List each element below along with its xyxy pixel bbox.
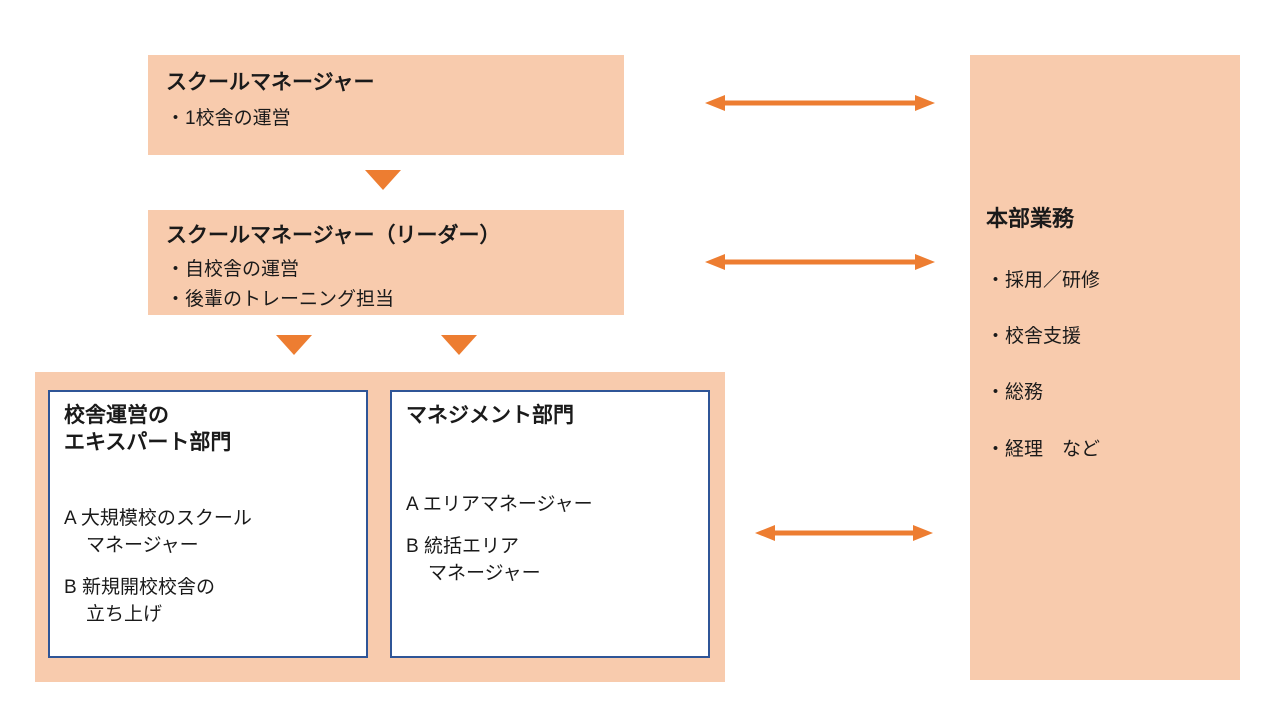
expert-department-title: 校舎運営の エキスパート部門 xyxy=(64,402,352,457)
school-manager-leader-title: スクールマネージャー（リーダー） xyxy=(166,224,501,247)
management-item-b-line-2: マネージャー xyxy=(428,563,541,585)
headquarters-item-3: ・総務 xyxy=(986,382,1044,404)
management-title-line: マネジメント部門 xyxy=(406,404,574,427)
expert-item-a-line-1: A 大規模校のスクール xyxy=(64,507,252,529)
headquarters-title: 本部業務 xyxy=(986,206,1075,231)
down-arrow-icon xyxy=(441,335,477,355)
expert-item-a: A 大規模校のスクール マネージャー xyxy=(64,505,352,560)
expert-title-line-1: 校舎運営の xyxy=(64,404,169,427)
double-arrow-icon xyxy=(705,254,935,270)
expert-item-b: B 新規開校校舎の 立ち上げ xyxy=(64,574,352,629)
down-arrow-icon xyxy=(276,335,312,355)
school-manager-leader-item-1: ・自校舎の運営 xyxy=(166,259,300,281)
headquarters-item-4: ・経理 など xyxy=(986,438,1101,460)
school-manager-leader-item-2: ・後輩のトレーニング担当 xyxy=(166,288,395,310)
management-item-b-line-1: B 統括エリア xyxy=(406,535,519,557)
headquarters-box: 本部業務 ・採用／研修 ・校舎支援 ・総務 ・経理 など xyxy=(970,55,1240,680)
down-arrow-icon xyxy=(365,170,401,190)
expert-department-box: 校舎運営の エキスパート部門 A 大規模校のスクール マネージャー B 新規開校… xyxy=(48,390,368,658)
expert-item-b-line-1: B 新規開校校舎の xyxy=(64,576,215,598)
expert-title-line-2: エキスパート部門 xyxy=(64,431,232,455)
school-manager-item: ・1校舎の運営 xyxy=(166,108,291,130)
management-department-box: マネジメント部門 A エリアマネージャー B 統括エリア マネージャー xyxy=(390,390,710,658)
management-item-b: B 統括エリア マネージャー xyxy=(406,533,694,588)
expert-item-b-line-2: 立ち上げ xyxy=(86,604,163,626)
headquarters-item-2: ・校舎支援 xyxy=(986,326,1082,348)
double-arrow-icon xyxy=(755,525,933,541)
expert-item-a-line-2: マネージャー xyxy=(86,535,199,557)
management-item-a-line: A エリアマネージャー xyxy=(406,494,593,516)
school-manager-title: スクールマネージャー xyxy=(166,71,375,94)
management-department-title: マネジメント部門 xyxy=(406,402,694,429)
double-arrow-icon xyxy=(705,95,935,111)
headquarters-item-1: ・採用／研修 xyxy=(986,269,1101,291)
school-manager-leader-box: スクールマネージャー（リーダー） ・自校舎の運営 ・後輩のトレーニング担当 xyxy=(148,210,624,315)
school-manager-box: スクールマネージャー ・1校舎の運営 xyxy=(148,55,624,155)
management-item-a: A エリアマネージャー xyxy=(406,491,694,519)
